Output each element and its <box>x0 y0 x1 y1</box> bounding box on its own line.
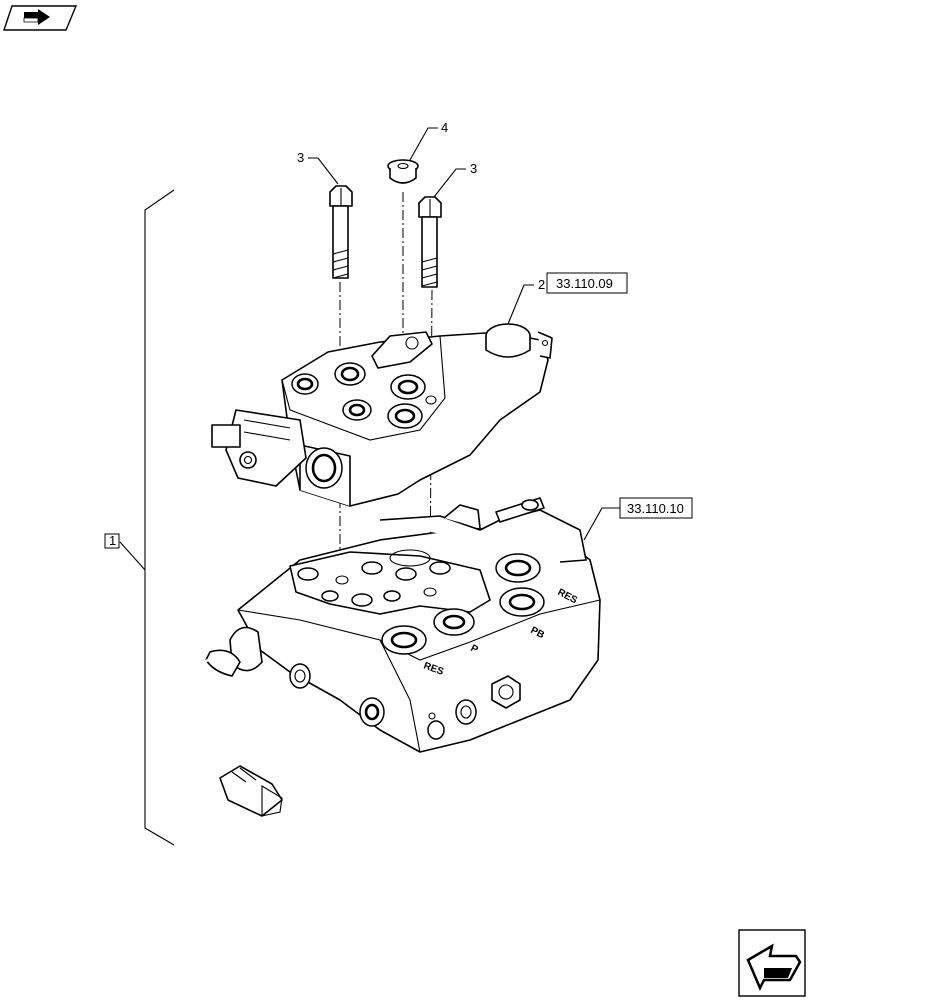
navigation-arrow-icon[interactable] <box>3 5 78 31</box>
bolt-right <box>418 196 442 288</box>
svg-text:3: 3 <box>297 150 304 165</box>
bolt-left <box>329 185 353 279</box>
callout-item-3-left[interactable]: 3 <box>297 150 339 185</box>
callout-item-3-right[interactable]: 3 <box>433 161 477 198</box>
valve-body <box>175 497 601 817</box>
port-stamp-p-upper: P <box>469 643 480 656</box>
valve-section <box>211 323 553 507</box>
svg-text:4: 4 <box>441 120 448 135</box>
callout-item-2[interactable]: 2 <box>507 277 545 325</box>
svg-text:2: 2 <box>538 277 545 292</box>
svg-text:3: 3 <box>470 161 477 176</box>
callout-item-4[interactable]: 4 <box>409 120 448 161</box>
next-page-arrow-icon[interactable] <box>738 929 806 997</box>
assembly-bracket <box>119 189 175 846</box>
reference-33-110-09[interactable]: 33.110.09 <box>546 272 628 294</box>
callout-ref-33-110-10-leader <box>583 507 620 541</box>
svg-text:P: P <box>469 643 480 656</box>
svg-text:33.110.10: 33.110.10 <box>627 501 684 516</box>
plug <box>387 159 419 184</box>
callout-item-1[interactable]: 1 <box>104 533 120 549</box>
svg-text:1: 1 <box>109 533 116 548</box>
svg-text:33.110.09: 33.110.09 <box>556 276 613 291</box>
reference-33-110-10[interactable]: 33.110.10 <box>619 497 693 519</box>
